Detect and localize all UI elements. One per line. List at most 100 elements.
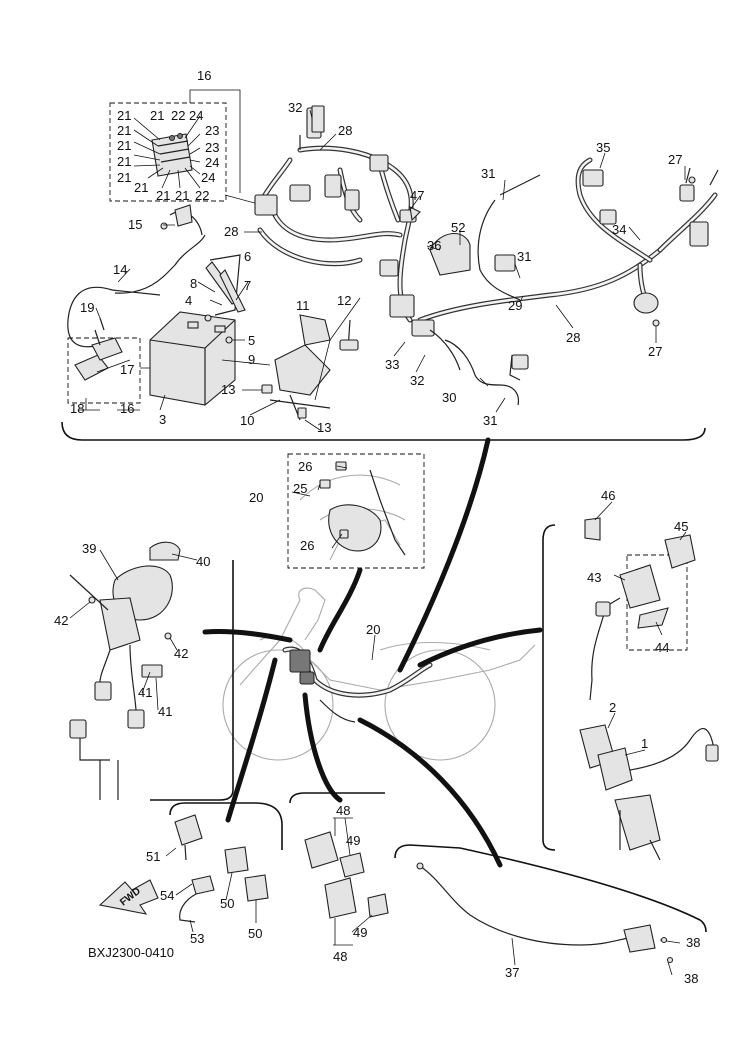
label-54: 54 (160, 888, 174, 903)
label-17: 17 (120, 362, 134, 377)
diagram-code: BXJ2300-0410 (88, 945, 174, 960)
bottom-center-panel (289, 792, 389, 946)
label-2: 2 (609, 700, 616, 715)
label-31: 31 (517, 249, 531, 264)
top-panel (61, 89, 719, 441)
label-4: 4 (185, 293, 192, 308)
immobilizer-inset (626, 554, 688, 651)
label-42: 42 (174, 646, 188, 661)
label-32: 32 (288, 100, 302, 115)
label-41: 41 (158, 704, 172, 719)
bottom-left-panel (98, 802, 283, 933)
label-24: 24 (201, 170, 215, 185)
callout-labels: 16 21 22 24 21 21 23 21 23 21 24 21 24 2… (54, 68, 700, 986)
label-23: 23 (205, 123, 219, 138)
right-panel (542, 501, 719, 861)
left-panel (69, 541, 234, 801)
label-21: 21 (117, 138, 131, 153)
label-25: 25 (293, 481, 307, 496)
label-27: 27 (668, 152, 682, 167)
starter-relay (74, 329, 123, 381)
label-49: 49 (353, 925, 367, 940)
label-21: 21 (150, 108, 164, 123)
label-31: 31 (481, 166, 495, 181)
top-panel-border (61, 421, 706, 441)
label-24: 24 (205, 155, 219, 170)
center-motorcycle (222, 453, 536, 761)
label-19: 19 (80, 300, 94, 315)
label-28: 28 (566, 330, 580, 345)
label-15: 15 (128, 217, 142, 232)
label-38: 38 (686, 935, 700, 950)
motorcycle-outline (222, 587, 536, 761)
label-28: 28 (338, 123, 352, 138)
label-14: 14 (113, 262, 127, 277)
label-16-b: 16 (120, 401, 134, 416)
label-28: 28 (224, 224, 238, 239)
label-10: 10 (240, 413, 254, 428)
label-8: 8 (190, 276, 197, 291)
label-52: 52 (451, 220, 465, 235)
label-12: 12 (337, 293, 351, 308)
label-21: 21 (117, 154, 131, 169)
label-5: 5 (248, 333, 255, 348)
label-50: 50 (220, 896, 234, 911)
bottom-right-panel (394, 844, 707, 976)
label-45: 45 (674, 519, 688, 534)
callout-lines (202, 437, 543, 868)
label-24: 24 (189, 108, 203, 123)
label-13: 13 (317, 420, 331, 435)
label-46: 46 (601, 488, 615, 503)
label-31: 31 (483, 413, 497, 428)
label-48: 48 (333, 949, 347, 964)
label-6: 6 (244, 249, 251, 264)
front-harness (429, 157, 719, 406)
fwd-arrow-icon (98, 879, 159, 915)
label-20: 20 (366, 622, 380, 637)
label-21: 21 (134, 180, 148, 195)
label-38: 38 (684, 971, 698, 986)
label-21: 21 (117, 170, 131, 185)
label-21: 21 (156, 188, 170, 203)
label-47: 47 (410, 188, 424, 203)
label-7: 7 (244, 278, 251, 293)
label-44: 44 (655, 640, 669, 655)
label-51: 51 (146, 849, 160, 864)
battery (149, 311, 236, 406)
label-34: 34 (612, 222, 626, 237)
label-21: 21 (175, 188, 189, 203)
label-21: 21 (117, 123, 131, 138)
fuse-box-inset (109, 102, 227, 202)
label-37: 37 (505, 965, 519, 980)
label-9: 9 (248, 352, 255, 367)
label-39: 39 (82, 541, 96, 556)
label-20: 20 (249, 490, 263, 505)
label-49: 49 (346, 833, 360, 848)
label-23: 23 (205, 140, 219, 155)
label-18: 18 (70, 401, 84, 416)
label-27: 27 (648, 344, 662, 359)
ecu-bracket (261, 297, 361, 421)
label-26: 26 (300, 538, 314, 553)
label-41: 41 (138, 685, 152, 700)
label-22: 22 (195, 188, 209, 203)
label-16-top: 16 (197, 68, 211, 83)
label-33: 33 (385, 357, 399, 372)
center-inset (287, 453, 425, 569)
label-53: 53 (190, 931, 204, 946)
fuse-block (151, 133, 193, 177)
label-1: 1 (641, 736, 648, 751)
label-21: 21 (117, 108, 131, 123)
label-48: 48 (336, 803, 350, 818)
label-32: 32 (410, 373, 424, 388)
label-40: 40 (196, 554, 210, 569)
label-35: 35 (596, 140, 610, 155)
label-42: 42 (54, 613, 68, 628)
battery-cables (67, 204, 246, 348)
label-30: 30 (442, 390, 456, 405)
label-11: 11 (296, 298, 310, 313)
label-13: 13 (221, 382, 235, 397)
label-26: 26 (298, 459, 312, 474)
starter-relay-inset (67, 337, 141, 404)
